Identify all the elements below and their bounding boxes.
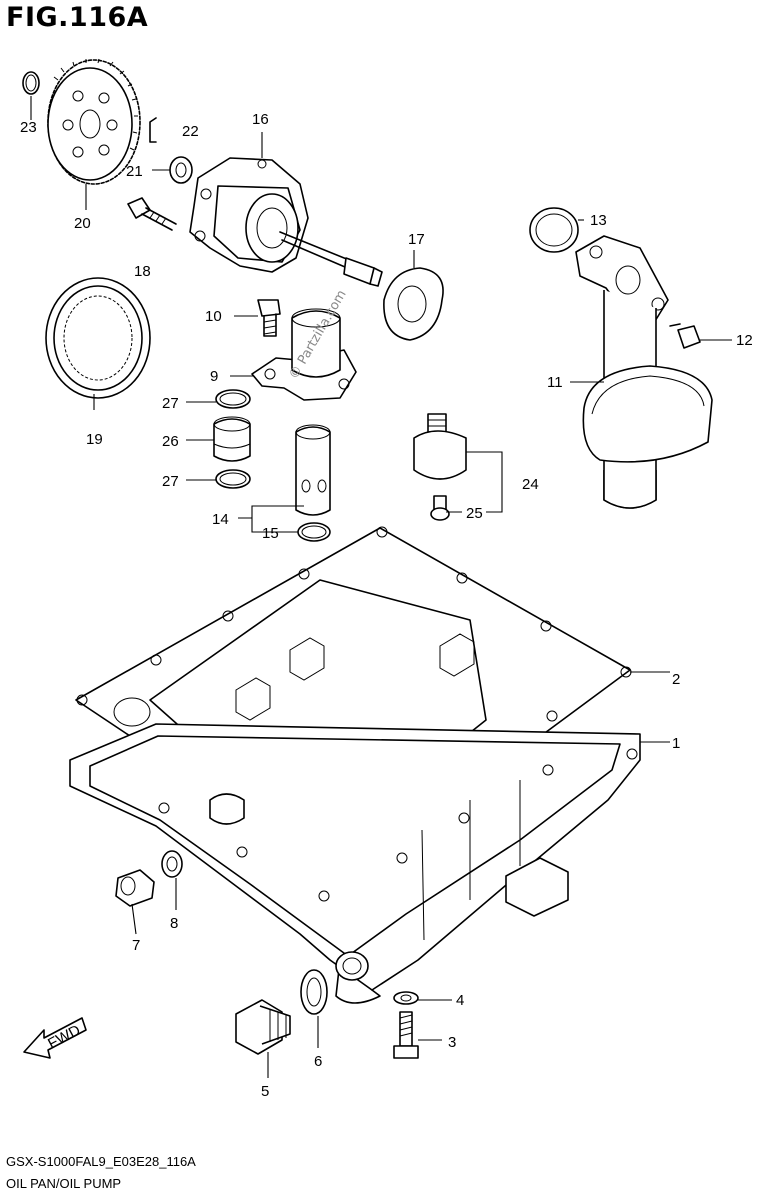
- callout-5: 5: [261, 1083, 269, 1100]
- part-19-ring-gear: [45, 277, 151, 399]
- part-27-o-ring-upper: [215, 389, 251, 409]
- pump-mounting-bolt: [127, 197, 177, 231]
- callout-13: 13: [590, 212, 607, 229]
- callout-12: 12: [736, 332, 753, 349]
- part-24-oil-pressure-switch: [413, 413, 467, 480]
- part-23-circlip: [22, 71, 40, 95]
- callout-17: 17: [408, 231, 425, 248]
- callout-1: 1: [672, 735, 680, 752]
- callout-10: 10: [205, 308, 222, 325]
- leader-lines: [30, 96, 732, 1078]
- part-15-o-ring: [297, 522, 331, 542]
- model-code: GSX-S1000FAL9_E03E28_116A: [6, 1154, 196, 1169]
- part-13-o-ring: [529, 207, 579, 253]
- callout-22: 22: [182, 123, 199, 140]
- callout-15: 15: [262, 525, 279, 542]
- part-26-collar: [213, 416, 251, 462]
- part-12-bolt: [669, 323, 701, 349]
- forward-direction-arrow: FWD: [23, 1017, 87, 1059]
- part-16-oil-pump: [189, 157, 383, 287]
- callout-16: 16: [252, 111, 269, 128]
- callout-27-upper: 27: [162, 395, 179, 412]
- callout-20: 20: [74, 215, 91, 232]
- part-5-drain-plug: [235, 999, 291, 1055]
- callout-19: 19: [86, 431, 103, 448]
- part-25-bolt: [430, 495, 450, 521]
- callout-11: 11: [547, 374, 563, 391]
- part-3-bolt: [393, 1011, 419, 1059]
- part-27-o-ring-lower: [215, 469, 251, 489]
- part-9-strainer: [251, 308, 357, 401]
- callout-18: 18: [134, 263, 151, 280]
- callout-27-lower: 27: [162, 473, 179, 490]
- fwd-label: FWD: [45, 1022, 83, 1053]
- callout-6: 6: [314, 1053, 322, 1070]
- part-1-oil-pan: [69, 723, 641, 1004]
- callout-labels: 2 1 3 4 5 6 7 8 9 10 11 12 13 14 15 16 1…: [20, 111, 753, 1100]
- figure-title: FIG.116A: [6, 2, 149, 33]
- part-11-oil-pipe: [575, 235, 713, 509]
- part-4-washer: [393, 991, 419, 1005]
- part-21-washer: [169, 156, 193, 184]
- part-10-bolt: [257, 299, 281, 337]
- callout-23: 23: [20, 119, 37, 136]
- callout-8: 8: [170, 915, 178, 932]
- callout-25: 25: [466, 505, 483, 522]
- part-14-relief-valve: [295, 424, 331, 516]
- callout-9: 9: [210, 368, 218, 385]
- part-7-plug: [115, 869, 155, 907]
- callout-2: 2: [672, 671, 680, 688]
- part-6-washer: [300, 969, 328, 1015]
- callout-24: 24: [522, 476, 539, 493]
- part-8-washer: [161, 850, 183, 878]
- callout-3: 3: [448, 1034, 456, 1051]
- part-17-gasket: [383, 267, 444, 341]
- part-20-gear: [47, 58, 141, 185]
- diagram-caption: OIL PAN/OIL PUMP: [6, 1176, 122, 1191]
- part-22-pin: [149, 117, 157, 143]
- callout-14: 14: [212, 511, 229, 528]
- callout-26: 26: [162, 433, 179, 450]
- callout-4: 4: [456, 992, 464, 1009]
- callout-21: 21: [126, 163, 143, 180]
- callout-7: 7: [132, 937, 140, 954]
